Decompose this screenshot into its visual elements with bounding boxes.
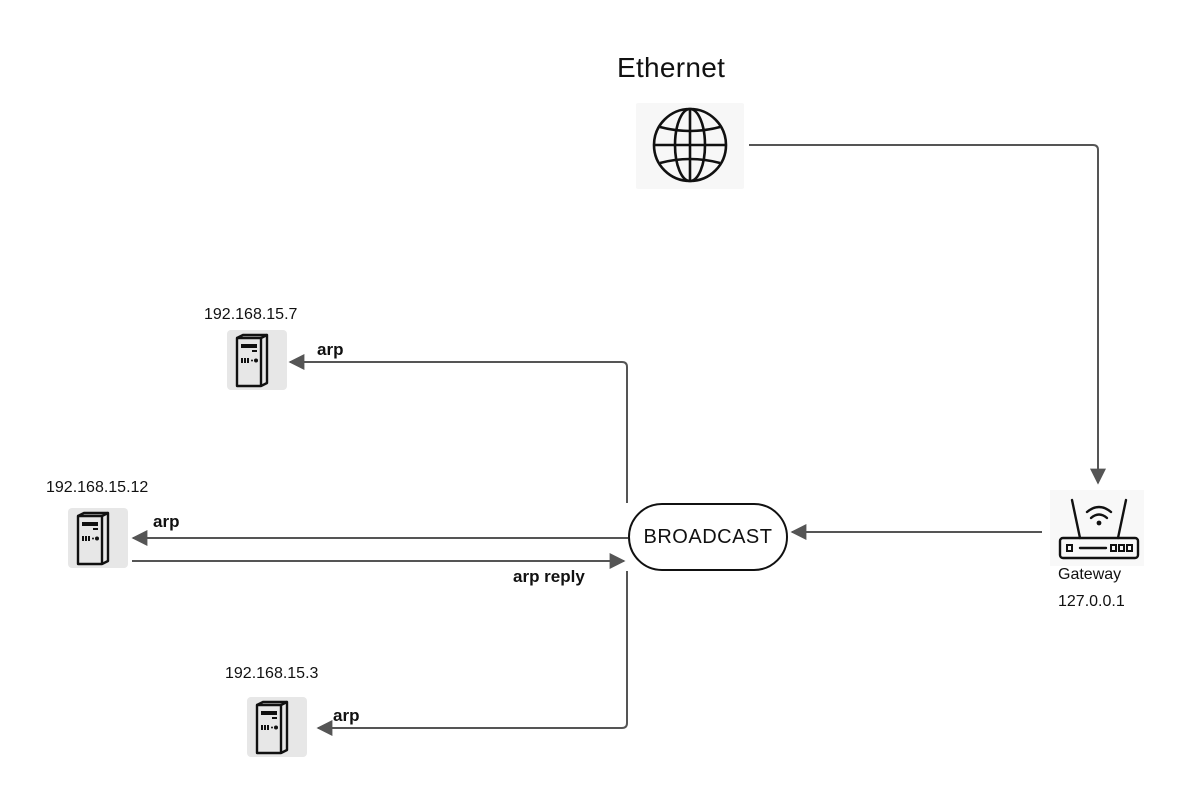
broadcast-label: BROADCAST xyxy=(643,525,773,548)
edge-ethernet-to-gateway xyxy=(749,144,1106,485)
gateway-node[interactable] xyxy=(1050,490,1144,566)
gateway-ip-label: 127.0.0.1 xyxy=(1058,593,1125,610)
host-ip-label: 192.168.15.12 xyxy=(46,479,149,496)
host-ip-label: 192.168.15.7 xyxy=(204,306,298,323)
gateway-name-label: Gateway xyxy=(1058,566,1122,583)
edge-broadcast-to-host-7 xyxy=(288,354,628,503)
edge-label-arp-reply: arp reply xyxy=(513,567,585,586)
host-ip-label: 192.168.15.3 xyxy=(225,665,319,682)
ethernet-title: Ethernet xyxy=(617,52,726,83)
host-node[interactable] xyxy=(227,330,287,390)
server-tower-icon xyxy=(76,511,110,566)
server-tower-icon xyxy=(255,700,289,755)
host-node[interactable] xyxy=(68,508,128,568)
globe-icon xyxy=(652,107,728,183)
server-tower-icon xyxy=(235,333,269,388)
wifi-router-icon xyxy=(1058,498,1140,560)
edge-broadcast-to-host-3 xyxy=(316,571,628,736)
edge-label-arp: arp xyxy=(333,706,360,725)
broadcast-node[interactable]: BROADCAST xyxy=(628,503,788,571)
edge-label-arp: arp xyxy=(317,340,344,359)
edge-label-arp: arp xyxy=(153,512,180,531)
host-node[interactable] xyxy=(247,697,307,757)
globe-node xyxy=(636,103,744,189)
